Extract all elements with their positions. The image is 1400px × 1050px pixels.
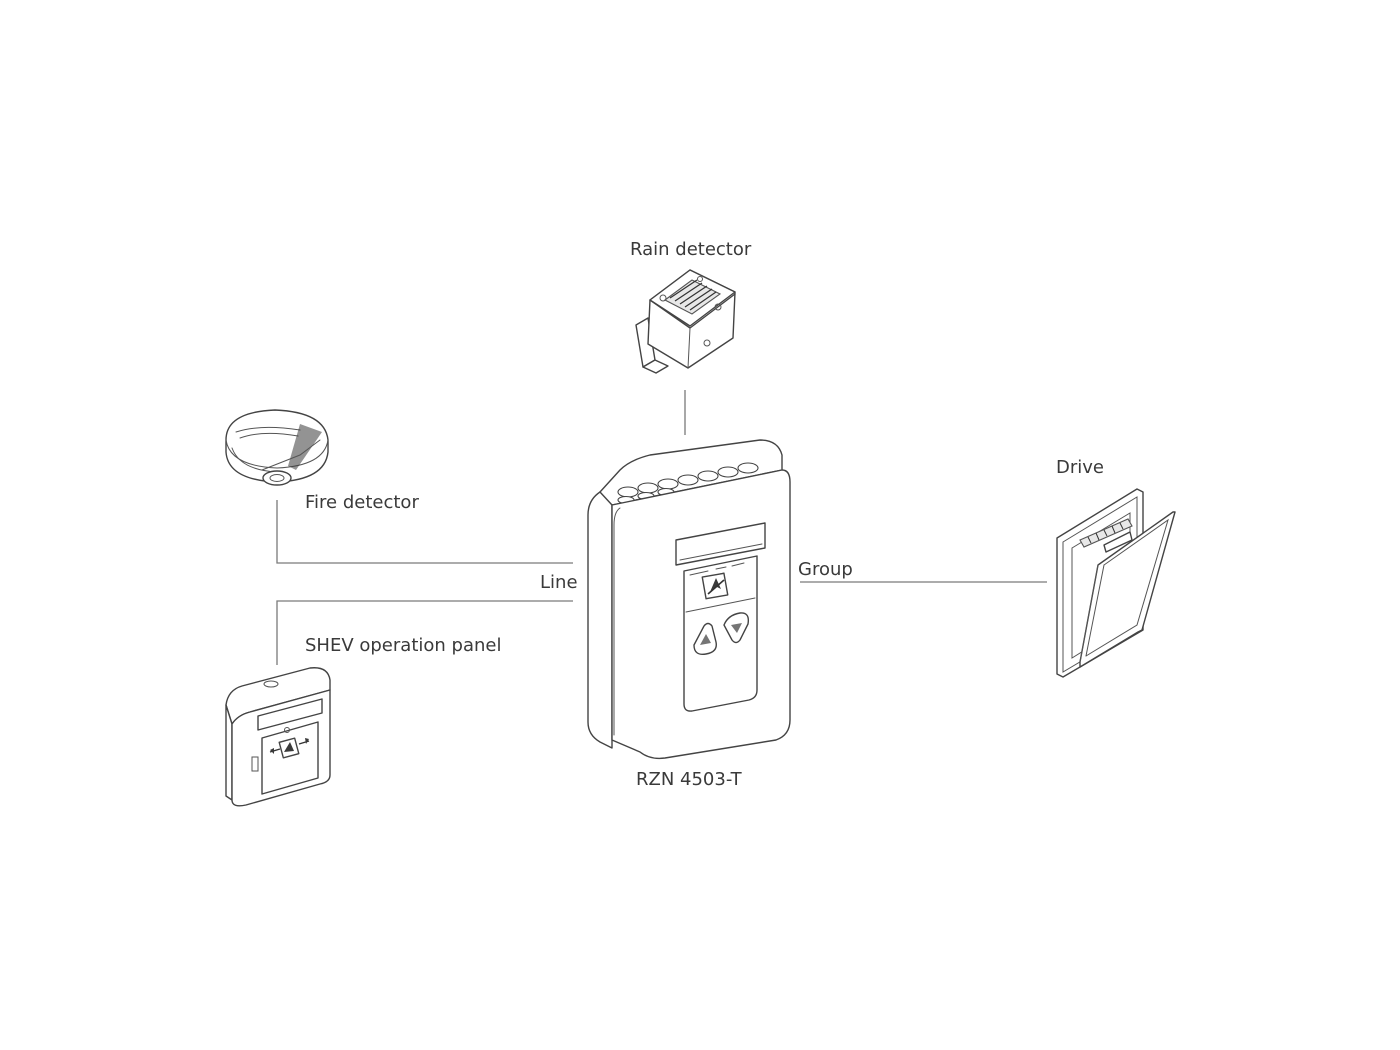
drive-label: Drive	[1056, 457, 1104, 478]
line-label: Line	[540, 572, 578, 593]
group-label: Group	[798, 559, 853, 580]
rain-detector-label: Rain detector	[630, 239, 752, 260]
shev-operation-panel-label: SHEV operation panel	[305, 635, 502, 656]
wire-fire-detector	[276, 500, 573, 564]
wire-shev-panel	[276, 600, 573, 665]
rain-detector-icon	[635, 269, 736, 374]
fire-detector-icon	[225, 409, 329, 486]
shev-operation-panel-icon	[225, 667, 331, 807]
drive-icon	[1056, 488, 1176, 678]
controller-rzn-4503-t-icon	[587, 439, 791, 760]
connection-wires	[276, 390, 1047, 665]
fire-detector-label: Fire detector	[305, 492, 419, 513]
controller-label: RZN 4503-T	[636, 769, 742, 790]
